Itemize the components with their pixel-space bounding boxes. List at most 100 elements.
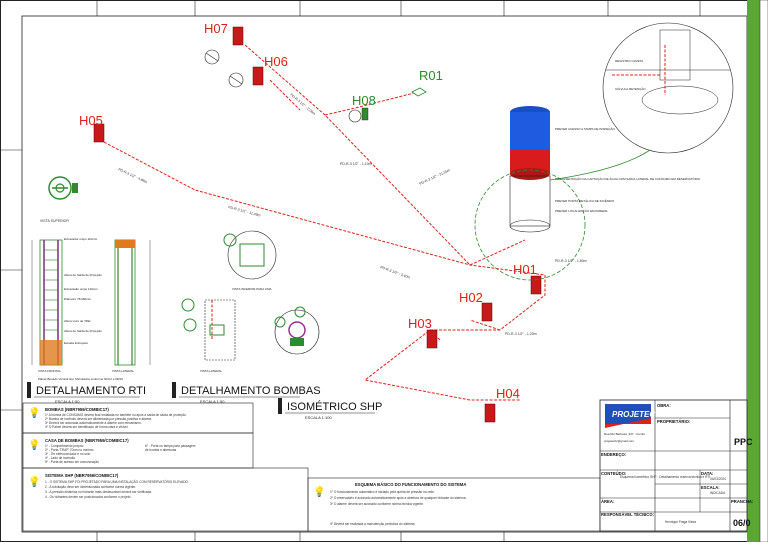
hydrant-tag-h07: H07 <box>204 21 228 36</box>
svg-text:ESCALA:: ESCALA: <box>701 485 720 490</box>
svg-text:REGISTRO GAVETA: REGISTRO GAVETA <box>615 59 643 63</box>
svg-text:ÁREA:: ÁREA: <box>601 499 614 504</box>
svg-text:Altura de Saída de Proteção: Altura de Saída de Proteção <box>64 273 102 277</box>
section-title-bombas: DETALHAMENTO BOMBAS ESCALA 1:50 <box>172 382 321 404</box>
hydrant-cabinet-h04[interactable]: H04 <box>484 386 520 423</box>
section-title-iso: ISOMÉTRICO SHP ESCALA 1:100 <box>278 398 382 420</box>
svg-text:Extravador onipo 110mm: Extravador onipo 110mm <box>64 237 98 241</box>
tank-detail-view: REGISTRO GAVETA VÁLVULA RETENÇÃO <box>602 22 734 154</box>
svg-text:ESCALA 1:50: ESCALA 1:50 <box>55 399 80 404</box>
svg-text:DETALHAMENTO BOMBAS: DETALHAMENTO BOMBAS <box>181 385 321 397</box>
pipe-label: PD-R-3 1/2" - 1,20m <box>505 332 537 336</box>
svg-text:💡: 💡 <box>28 475 40 488</box>
rti-detail <box>31 239 151 366</box>
vista-superior-symbol: VISTA SUPERIOR <box>40 176 78 223</box>
svg-text:1 - O SISTEMA SHP FOI PROJETAD: 1 - O SISTEMA SHP FOI PROJETADO PARA UMA… <box>45 479 189 484</box>
svg-text:DATA:: DATA: <box>701 471 713 476</box>
title-block: PROJETEC Rua Rui Barbosa, 347 - Centro p… <box>599 399 753 532</box>
hydrant-cabinet-h07[interactable]: H07 <box>204 21 244 46</box>
svg-text:VISTA FRONTAL: VISTA FRONTAL <box>38 369 61 373</box>
svg-text:💡: 💡 <box>313 485 325 498</box>
svg-text:Extravasão onipo 110mm: Extravasão onipo 110mm <box>64 287 98 291</box>
svg-text:VÁLVULA RETENÇÃO: VÁLVULA RETENÇÃO <box>615 86 646 91</box>
elevated-reservoir <box>474 106 586 281</box>
svg-text:6º - Porta ou tampa para passa: 6º - Porta ou tampa para passagem <box>145 444 196 448</box>
svg-text:OBRA:: OBRA: <box>657 403 671 408</box>
hydrant-tag-h08: H08 <box>352 93 376 108</box>
svg-text:DETALHAMENTO RTI: DETALHAMENTO RTI <box>36 385 146 397</box>
frame-ticks <box>0 0 701 542</box>
svg-text:4º O Painel deverá ser identif: 4º O Painel deverá ser identificado de f… <box>45 425 129 429</box>
svg-text:VISTA LATERAL: VISTA LATERAL <box>112 369 135 373</box>
svg-text:2º O reservatório é acionado a: 2º O reservatório é acionado automaticam… <box>330 496 466 500</box>
hydrant-cabinet-h02[interactable]: H02 <box>459 290 493 322</box>
hydrant-tag-h04: H04 <box>496 386 520 401</box>
hydrant-cabinet-h06[interactable]: H06 <box>252 54 288 86</box>
hydrant-tag-h06: H06 <box>264 54 288 69</box>
svg-text:de bomba e aberturas: de bomba e aberturas <box>145 448 177 452</box>
svg-text:4º - Lado de incêndio: 4º - Lado de incêndio <box>45 456 75 460</box>
svg-text:VISTA INFERIOR PARA CMA: VISTA INFERIOR PARA CMA <box>232 287 272 291</box>
bombas-labels: VISTA INFERIOR PARA CMA VISTA LATERAL <box>200 287 272 373</box>
hydrant-cabinet-h01[interactable]: H01 <box>513 262 542 295</box>
svg-text:PREVER ACESSO A TAMPA DE INSPE: PREVER ACESSO A TAMPA DE INSPEÇÃO <box>555 126 616 131</box>
svg-text:4 - Os hidrantes devem ser pos: 4 - Os hidrantes devem ser posicionados … <box>45 495 131 499</box>
hydrant-tag-h03: H03 <box>408 316 432 331</box>
notes-casa-bombas: 💡 CASA DE BOMBAS (NBR7959/COMBIC17) 1º -… <box>22 432 254 469</box>
svg-text:Rua Rui Barbosa, 347 - Centro: Rua Rui Barbosa, 347 - Centro <box>604 432 646 436</box>
svg-text:5º - Porta de acesso em comuni: 5º - Porta de acesso em comunicação <box>45 460 99 464</box>
svg-text:Esquema Isométrico SHP - Detal: Esquema Isométrico SHP - Detalhamento re… <box>620 475 710 479</box>
svg-text:04/03/2024: 04/03/2024 <box>710 477 726 481</box>
svg-text:PREVER PORTA METÁLICA DE INCÊN: PREVER PORTA METÁLICA DE INCÊNDIO <box>555 198 615 203</box>
svg-text:1º - Compartimento próprio: 1º - Compartimento próprio <box>45 444 84 448</box>
svg-text:2 - A tubulação deve ser dimen: 2 - A tubulação deve ser dimensionada co… <box>45 485 136 489</box>
pipe-label: PD-R-3 1/2" - 1,80m <box>555 259 587 263</box>
svg-text:REPRESENTAÇÃO DA CAPTAÇÃO DE Á: REPRESENTAÇÃO DA CAPTAÇÃO DE ÁGUA COM SA… <box>555 176 701 181</box>
svg-text:Diâmetro 75/460mm: Diâmetro 75/460mm <box>64 297 92 301</box>
svg-text:Altura Livre de Tifão: Altura Livre de Tifão <box>64 319 91 323</box>
svg-text:ENDEREÇO:: ENDEREÇO: <box>601 452 626 457</box>
sheet-number: 06/0 <box>733 518 751 528</box>
vista-superior-label: VISTA SUPERIOR <box>40 219 69 223</box>
svg-text:PREVER LOCALIZAÇÃO EM PAREDE: PREVER LOCALIZAÇÃO EM PAREDE <box>555 208 607 213</box>
pipe-label: PD-R-3 1/2" - 1,10m <box>340 162 372 166</box>
svg-text:1º O funcionamento automático: 1º O funcionamento automático é iniciado… <box>330 490 435 494</box>
svg-text:Escada Entrepela: Escada Entrepela <box>64 341 88 345</box>
reservoir-tag-r01: R01 <box>419 68 443 83</box>
svg-text:💡: 💡 <box>28 438 40 451</box>
hydrant-cabinet-h05[interactable]: H05 <box>79 113 105 143</box>
sheet-margin-strip <box>747 0 760 542</box>
svg-text:3º - Ter eletrocondutor e no s: 3º - Ter eletrocondutor e no solo <box>45 452 90 456</box>
hydrant-tag-h02: H02 <box>459 290 483 305</box>
svg-text:2º - Porta 'TRAP' 70cm no míni: 2º - Porta 'TRAP' 70cm no mínimo <box>45 448 94 452</box>
svg-text:BOMBAS (NBR7959/COMBIC17): BOMBAS (NBR7959/COMBIC17) <box>45 407 109 412</box>
svg-text:CASA DE BOMBAS (NBR7959/COMBIC: CASA DE BOMBAS (NBR7959/COMBIC17) <box>45 438 129 443</box>
svg-text:VISTA LATERAL: VISTA LATERAL <box>200 369 223 373</box>
svg-text:SISTEMA SHP (NBR7959/COMBIC17): SISTEMA SHP (NBR7959/COMBIC17) <box>45 473 119 478</box>
svg-text:2º Bomba de incêndio deverá se: 2º Bomba de incêndio deverá ser alimenta… <box>45 417 152 421</box>
svg-text:Altura de Saída de Proteção: Altura de Saída de Proteção <box>64 329 102 333</box>
section-title-rti: DETALHAMENTO RTI ESCALA 1:50 <box>27 382 146 404</box>
hydrant-cabinet-h03[interactable]: H03 <box>408 316 438 349</box>
svg-text:PRANCHA:: PRANCHA: <box>731 499 753 504</box>
pipe-network <box>99 44 546 401</box>
hydrant-tag-h05: H05 <box>79 113 103 128</box>
svg-text:ESCALA 1:50: ESCALA 1:50 <box>200 399 225 404</box>
svg-text:3º Deverá ser acionada automat: 3º Deverá ser acionada automaticamente a… <box>45 421 142 425</box>
svg-text:ESQUEMA BÁSICO DO FUNCIONAMENT: ESQUEMA BÁSICO DO FUNCIONAMENTO DO SISTE… <box>355 482 466 487</box>
bombas-detail <box>181 230 320 361</box>
svg-text:Planar Boxado Vertical tipo Sh: Planar Boxado Vertical tipo Shrinkados c… <box>38 377 123 381</box>
hydrant-cabinet-h08[interactable]: H08 <box>348 93 376 123</box>
sheet-code: PPC <box>734 437 753 447</box>
svg-text:PROPRIETÁRIO:: PROPRIETÁRIO: <box>657 419 690 424</box>
svg-text:projetecbr@gmail.com: projetecbr@gmail.com <box>604 439 635 443</box>
tank-callouts: PREVER ACESSO A TAMPA DE INSPEÇÃO REPRES… <box>555 126 701 213</box>
reservoir-marker-r01[interactable]: R01 <box>411 68 443 97</box>
company-logo <box>605 404 651 424</box>
svg-text:💡: 💡 <box>28 406 40 419</box>
svg-text:ISOMÉTRICO SHP: ISOMÉTRICO SHP <box>287 400 382 413</box>
notes-bombas: 💡 BOMBAS (NBR7959/COMBIC17) 1º A bomba d… <box>22 402 254 434</box>
svg-text:RESPONSÁVEL TÉCNICO:: RESPONSÁVEL TÉCNICO: <box>601 512 654 517</box>
svg-text:4º Deverá ser realizada a manu: 4º Deverá ser realizada a manutenção per… <box>330 522 415 526</box>
